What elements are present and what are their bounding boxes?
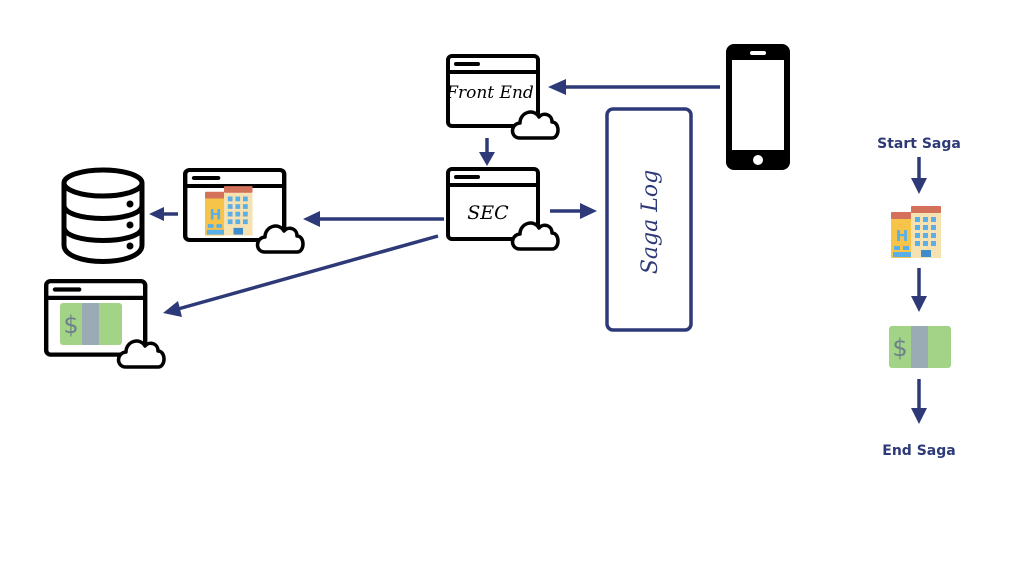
arrow-sec-to-hotel bbox=[303, 211, 444, 227]
arrow-hotel-to-database bbox=[149, 207, 178, 221]
money-icon bbox=[60, 303, 122, 345]
arrow-sec-to-payment bbox=[163, 234, 439, 317]
start-saga-label: Start Saga bbox=[877, 136, 961, 152]
saga-log: Saga Log bbox=[605, 107, 693, 332]
hotel-service-node bbox=[185, 170, 305, 254]
arrow-down-icon bbox=[911, 379, 927, 424]
arrow-down-icon bbox=[911, 157, 927, 194]
saga-flow: Start Saga End Saga bbox=[877, 136, 961, 459]
saga-log-box bbox=[605, 107, 693, 332]
saga-log-label: Saga Log bbox=[638, 170, 663, 274]
arrow-sec-to-saga-log bbox=[550, 203, 597, 219]
arrow-front-end-to-sec bbox=[479, 138, 495, 166]
database-icon bbox=[61, 167, 145, 264]
arrow-down-icon bbox=[911, 268, 927, 312]
arrow-client-to-front-end bbox=[548, 79, 720, 95]
arrows bbox=[149, 79, 720, 317]
hotel-icon bbox=[205, 186, 253, 236]
smartphone-icon bbox=[726, 44, 790, 170]
front-end-node: Front End bbox=[445, 54, 560, 140]
end-saga-label: End Saga bbox=[882, 443, 955, 459]
payment-service-node bbox=[46, 281, 166, 369]
flow-step-hotel-icon bbox=[891, 206, 941, 258]
sec-label: SEC bbox=[467, 202, 509, 224]
sec-node: SEC bbox=[446, 167, 560, 251]
flow-step-money-icon bbox=[889, 326, 951, 368]
front-end-label: Front End bbox=[445, 83, 534, 103]
